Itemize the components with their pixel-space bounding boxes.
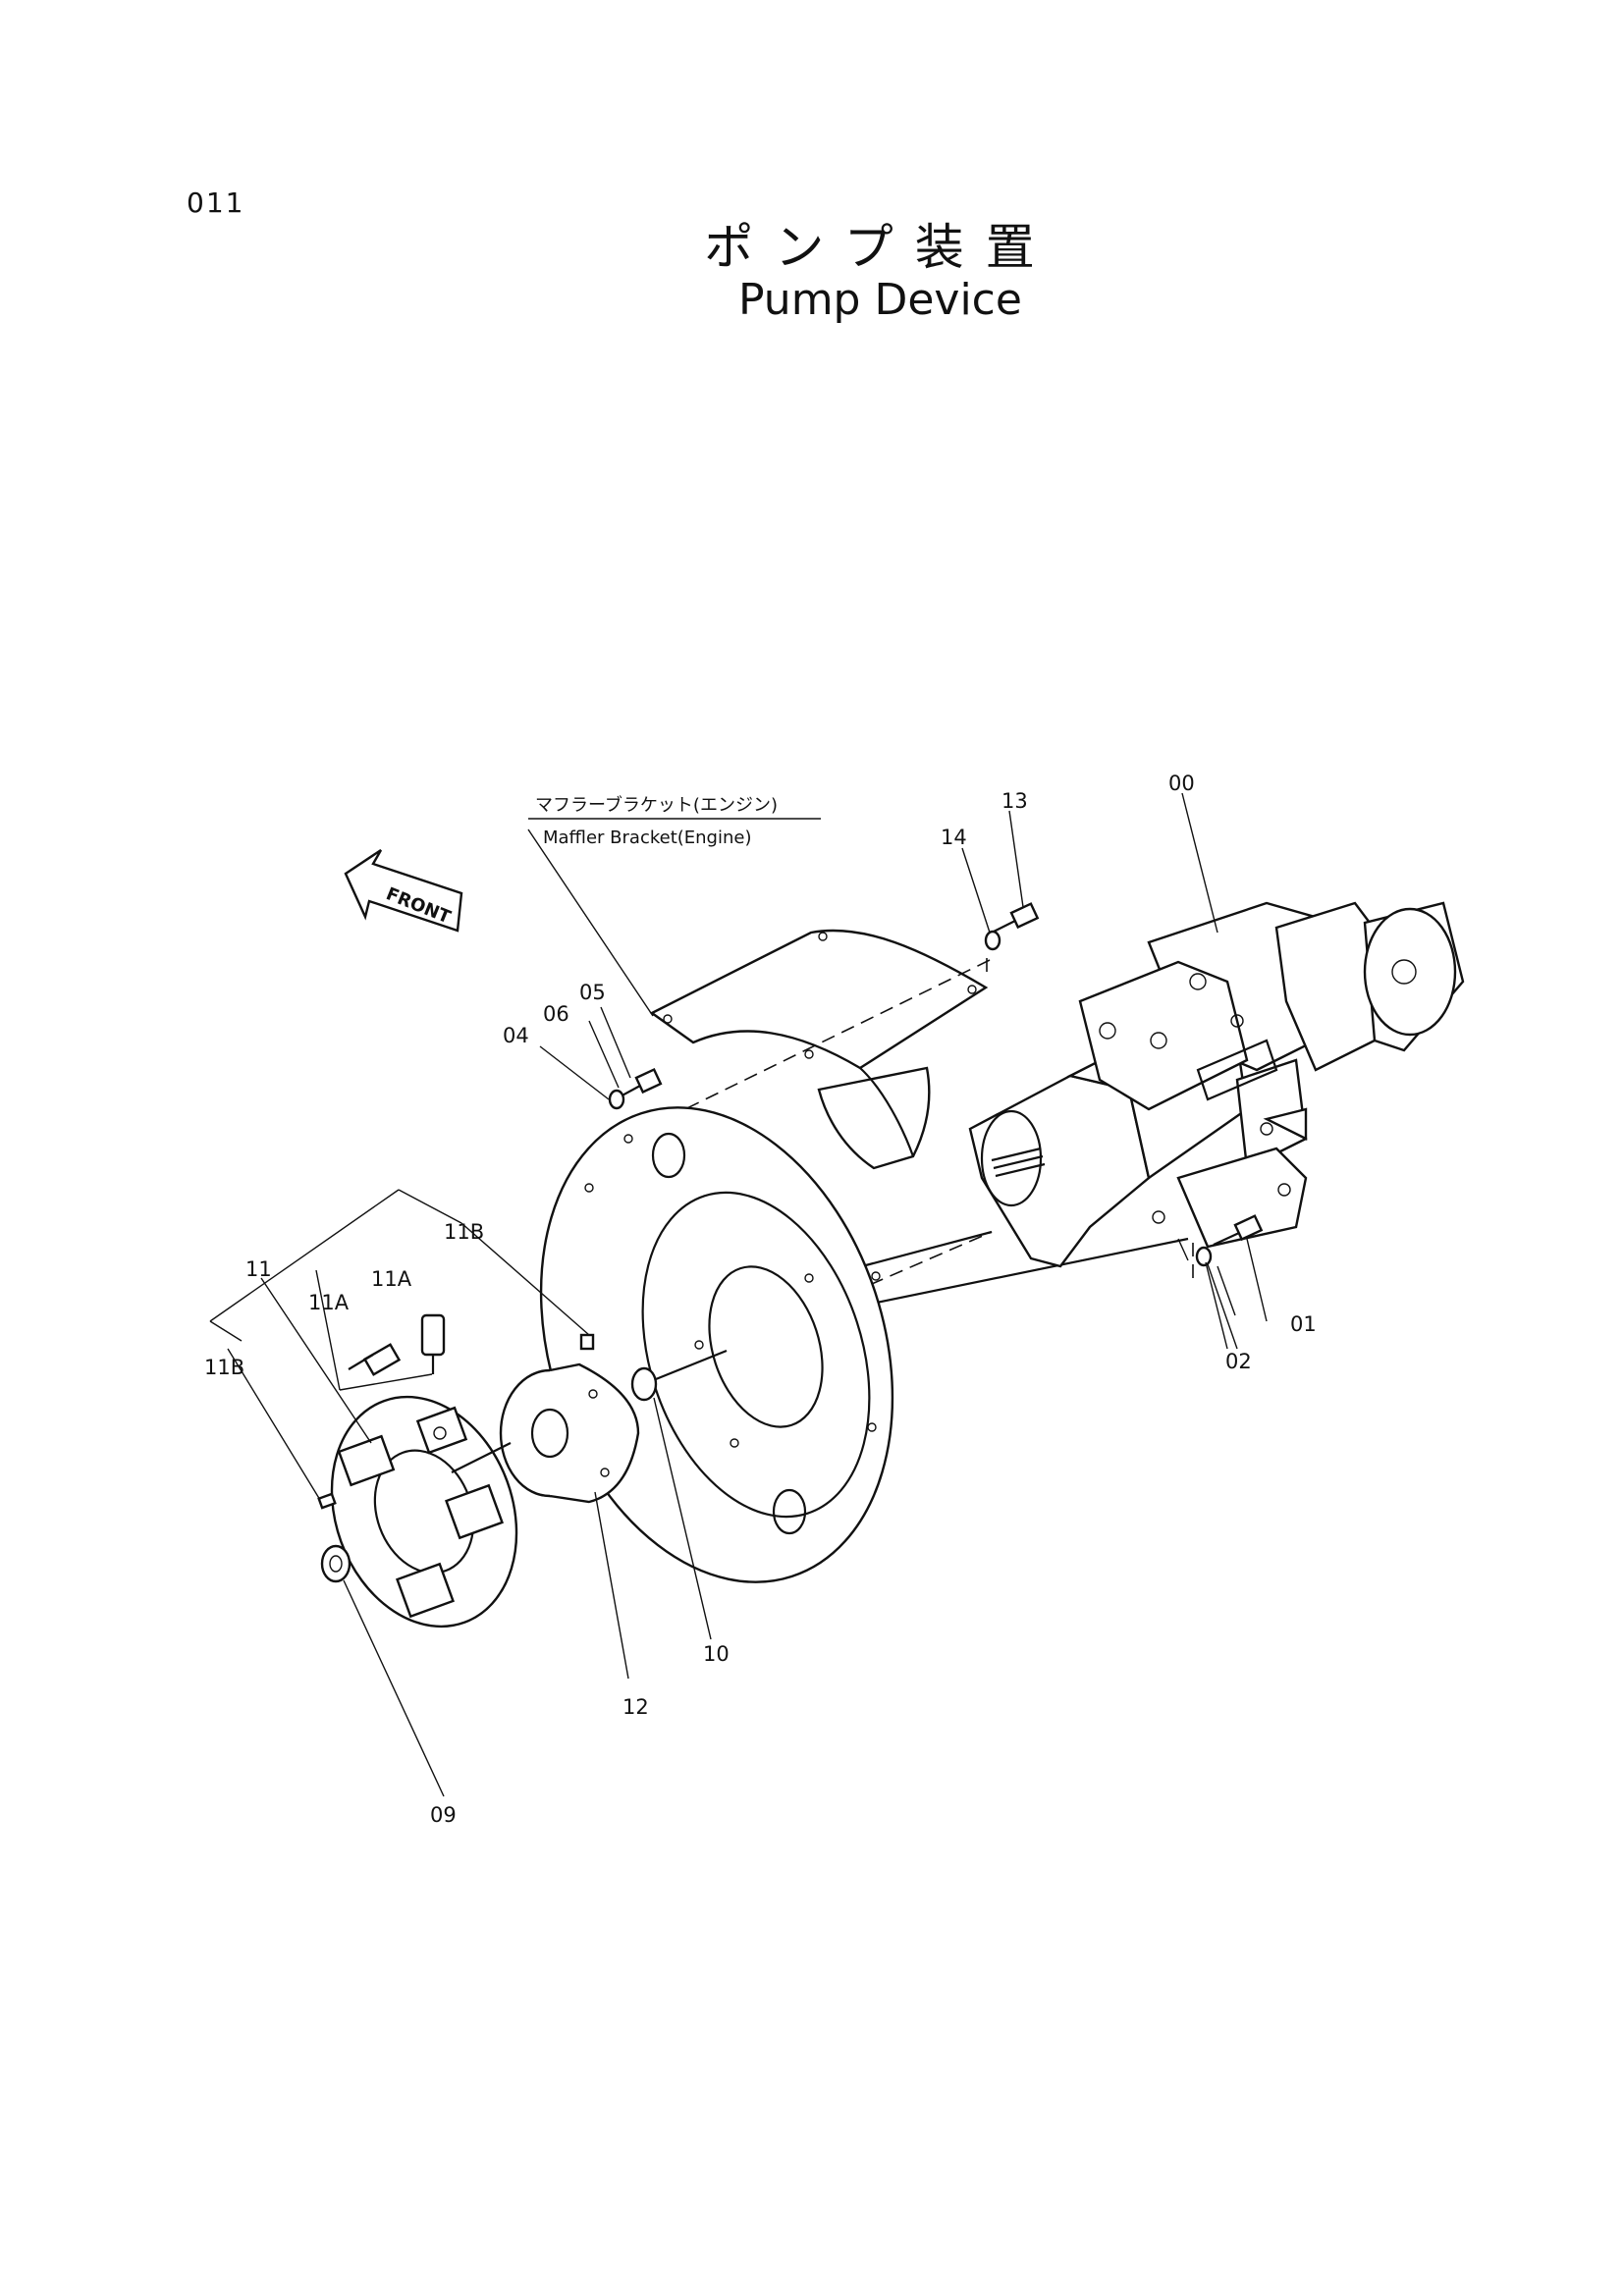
muffler-bracket — [649, 929, 989, 1170]
callout-note-en: Maffler Bracket(Engine) — [543, 828, 751, 848]
label-11a-upper: 11A — [371, 1267, 412, 1291]
bolt-13 — [991, 902, 1040, 934]
washer-02 — [1195, 1246, 1213, 1267]
pin-11b-right — [579, 1333, 595, 1351]
pump-bottom-edge — [861, 1237, 1189, 1308]
coupling — [330, 1395, 518, 1629]
label-10: 10 — [703, 1642, 730, 1666]
coupling-axis — [451, 1442, 512, 1473]
hydraulic-pump-assembly — [968, 901, 1465, 1268]
label-04: 04 — [503, 1024, 529, 1047]
label-01: 01 — [1290, 1312, 1317, 1336]
label-02: 02 — [1225, 1350, 1252, 1373]
muffler-bracket-callout: マフラーブラケット(エンジン) Maffler Bracket(Engine) — [527, 794, 821, 1017]
front-arrow-icon: FRONT — [344, 849, 463, 933]
label-00: 00 — [1168, 772, 1195, 795]
label-11: 11 — [245, 1257, 272, 1281]
pin-11b-left — [317, 1492, 337, 1510]
bolt-05 — [618, 1067, 663, 1098]
washer-09 — [320, 1544, 352, 1583]
label-12: 12 — [622, 1695, 649, 1719]
label-13: 13 — [1001, 789, 1028, 813]
part-labels: 00 13 14 05 06 04 11B 11 11A 11A 11B 01 … — [204, 772, 1317, 1827]
label-11b-right: 11B — [444, 1220, 484, 1244]
washer-06 — [608, 1089, 625, 1110]
label-14: 14 — [941, 826, 967, 849]
label-09: 09 — [430, 1803, 457, 1827]
leader-lines — [209, 792, 1268, 1797]
title-english: Pump Device — [738, 275, 1022, 325]
washer-10 — [630, 1366, 658, 1402]
page-number: 011 — [187, 187, 245, 219]
label-11b-left: 11B — [204, 1356, 244, 1379]
shaft-line — [655, 1349, 728, 1381]
title-japanese: ポンプ装置 — [704, 219, 1056, 276]
washer-14 — [984, 930, 1001, 951]
hub — [499, 1362, 640, 1504]
pump-top-edge — [861, 1230, 993, 1268]
bolt-11a — [348, 1313, 446, 1376]
bolt-01 — [1213, 1214, 1264, 1246]
label-11a-lower: 11A — [308, 1291, 350, 1314]
callout-note-jp: マフラーブラケット(エンジン) — [535, 794, 778, 816]
label-06: 06 — [543, 1002, 569, 1026]
label-05: 05 — [579, 981, 606, 1004]
